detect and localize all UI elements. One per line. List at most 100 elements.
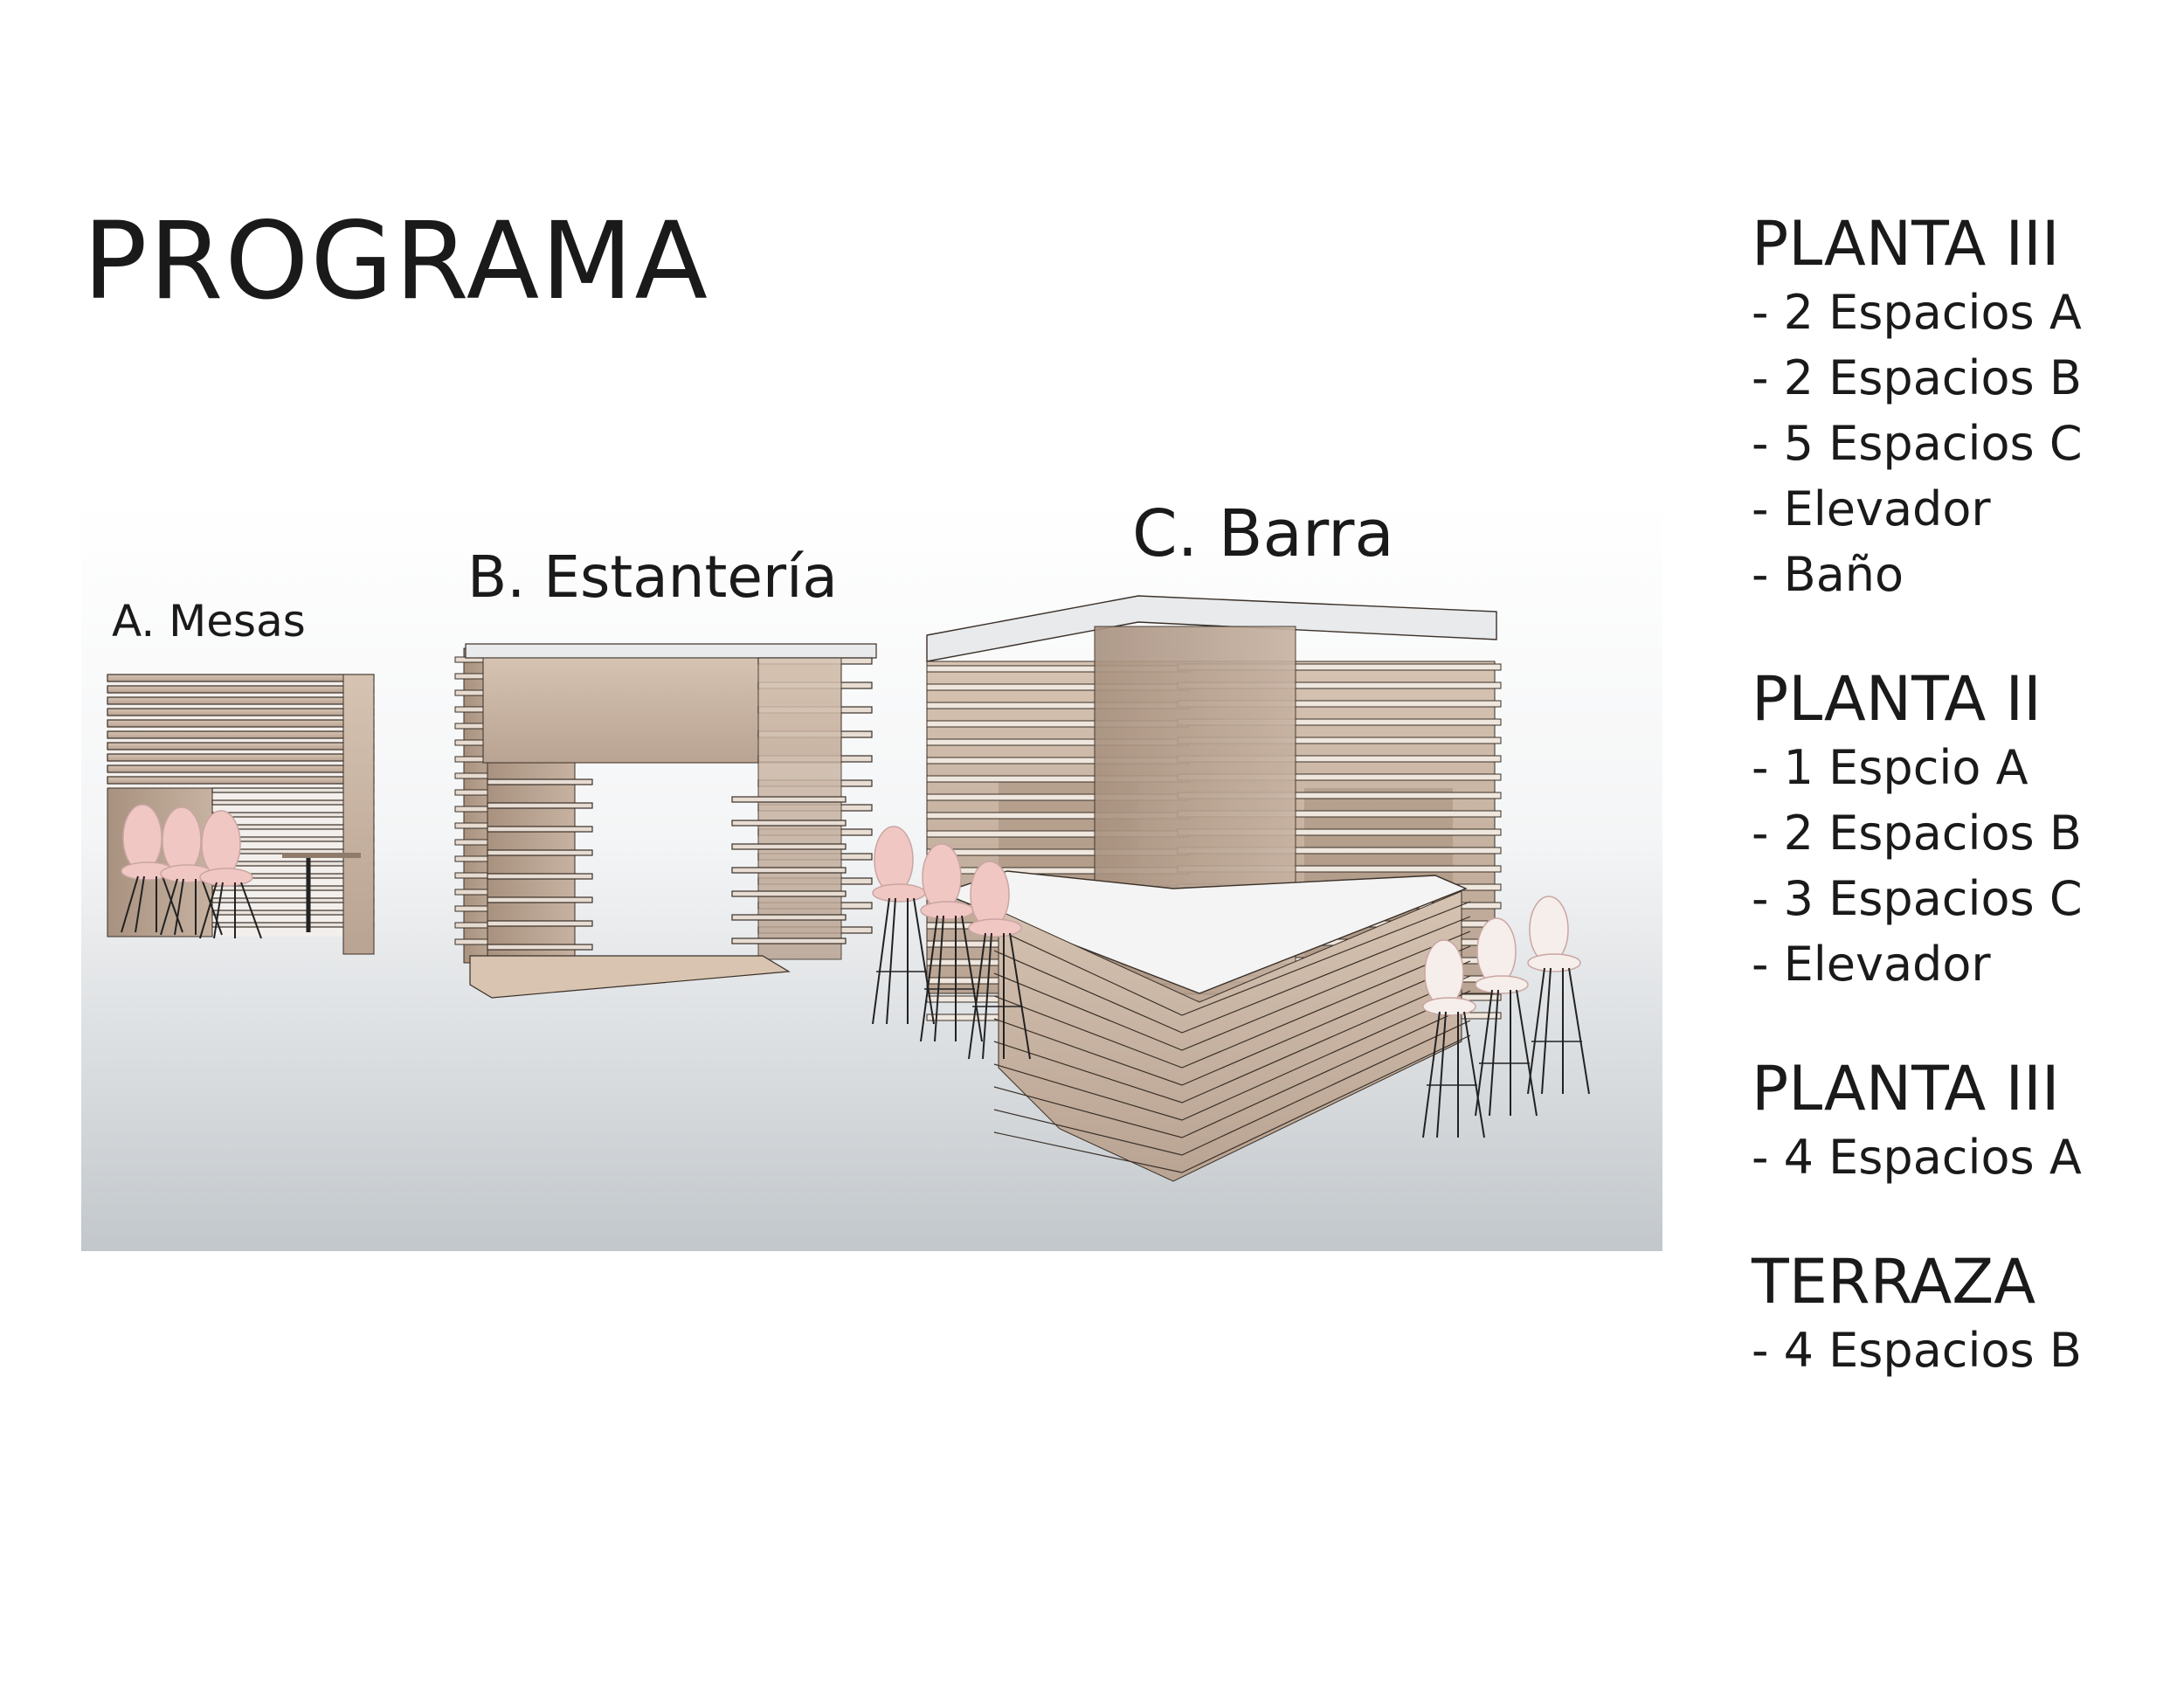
module-a-post xyxy=(342,674,375,955)
module-b-right-column xyxy=(757,657,842,960)
chair-back xyxy=(201,810,241,878)
floor-item: - 2 Espacios B xyxy=(1752,350,2082,405)
module-c-counter-slat xyxy=(993,945,1471,1069)
floor-section: TERRAZA - 4 Espacios B xyxy=(1752,1246,2162,1383)
chair-leg xyxy=(1475,989,1493,1117)
floor-item: - Elevador xyxy=(1752,481,1991,536)
chair-seat xyxy=(1475,975,1529,994)
module-a-mesas-illustration xyxy=(107,674,375,955)
module-b-mid-shelf xyxy=(731,890,847,897)
module-a-slat-top xyxy=(107,719,375,728)
module-b-left-column xyxy=(487,762,576,960)
module-a-slat-top xyxy=(107,730,375,739)
chair-back xyxy=(874,826,914,894)
chair-leg xyxy=(160,878,178,936)
module-a-table xyxy=(282,853,361,858)
module-c-barra-illustration xyxy=(872,595,1590,1182)
furniture-render xyxy=(81,500,1662,1251)
module-c-counter-slat xyxy=(993,975,1471,1103)
floor-title: PLANTA III xyxy=(1752,208,2060,280)
floor-item: - 4 Espacios B xyxy=(1752,1323,2082,1378)
chair-back xyxy=(1424,939,1464,1007)
chair-leg xyxy=(1527,967,1545,1095)
module-b-base xyxy=(469,955,791,999)
module-a-slat-top xyxy=(107,742,375,751)
chair-leg xyxy=(135,875,145,933)
chair-seat xyxy=(920,901,974,920)
module-c-counter-slat xyxy=(993,1005,1471,1138)
chair-seat xyxy=(1422,997,1476,1016)
floor-item: - 2 Espacios B xyxy=(1752,806,2082,861)
chair-leg xyxy=(1516,989,1538,1117)
module-b-left-shelf xyxy=(487,944,593,951)
chair-leg xyxy=(913,897,935,1025)
chair-back xyxy=(162,806,202,875)
module-a-slat-top xyxy=(107,708,375,716)
chair-leg xyxy=(886,897,896,1025)
chair-back xyxy=(970,861,1010,929)
chair-leg xyxy=(1422,1011,1441,1138)
module-b-mid-shelf xyxy=(731,820,847,827)
chair-leg xyxy=(240,882,262,939)
floor-item: - Baño xyxy=(1752,547,1904,602)
chair-leg xyxy=(213,882,224,939)
floor-item: - 4 Espacios A xyxy=(1752,1130,2082,1185)
floor-item: - 5 Espacios C xyxy=(1752,416,2083,471)
module-a-slat-top xyxy=(107,776,375,785)
chair-back xyxy=(122,804,162,872)
chair-leg xyxy=(199,882,218,939)
chair-leg xyxy=(1568,967,1590,1095)
module-a-slat-top xyxy=(107,764,375,773)
module-a-label: A. Mesas xyxy=(112,596,306,647)
module-b-left-shelf xyxy=(487,873,593,880)
chair-leg xyxy=(1489,989,1499,1117)
chair-back xyxy=(922,843,962,911)
module-b-top-cap xyxy=(465,643,877,659)
chair-seat xyxy=(199,868,253,887)
chair-leg xyxy=(872,897,890,1025)
module-b-mid-shelf xyxy=(731,914,847,921)
module-a-slat-top xyxy=(107,685,375,694)
module-b-mid-shelf xyxy=(731,867,847,874)
module-a-slat-top xyxy=(107,696,375,705)
module-b-mid-shelf xyxy=(731,796,847,803)
page-title: PROGRAMA xyxy=(83,199,709,323)
chair-leg xyxy=(162,875,183,933)
chair-back xyxy=(1476,917,1517,986)
chair-seat xyxy=(1527,953,1581,972)
chair-seat xyxy=(872,883,926,903)
module-b-left-shelf xyxy=(487,778,593,785)
module-b-mid-shelf xyxy=(731,843,847,850)
module-b-estanteria-illustration xyxy=(454,643,877,999)
chair-leg xyxy=(1436,1011,1447,1138)
floor-item: - 2 Espacios A xyxy=(1752,285,2082,340)
chair-leg xyxy=(934,915,944,1042)
floor-section: PLANTA III - 4 Espacios A xyxy=(1752,1053,2162,1190)
module-b-left-shelf xyxy=(487,896,593,903)
module-b-left-shelf xyxy=(487,920,593,927)
module-b-mid-shelf xyxy=(731,937,847,944)
module-c-counter-slat xyxy=(993,1020,1471,1156)
chair-leg xyxy=(968,932,986,1060)
floor-title: PLANTA II xyxy=(1752,663,2042,735)
module-c-counter-slat xyxy=(993,1034,1471,1173)
module-c-counter-slat xyxy=(993,901,1471,1016)
module-b-left-shelf xyxy=(487,826,593,833)
chair-leg xyxy=(1009,932,1031,1060)
program-list: PLANTA III - 2 Espacios A - 2 Espacios B… xyxy=(1752,208,2162,1439)
module-c-counter-slat xyxy=(993,990,1471,1121)
floor-title: PLANTA III xyxy=(1752,1053,2060,1124)
module-b-left-shelf xyxy=(487,802,593,809)
chair-leg xyxy=(1541,967,1552,1095)
module-c-counter-slat xyxy=(993,916,1471,1034)
chair-leg xyxy=(174,878,184,936)
chair-seat xyxy=(968,918,1022,937)
chair-leg xyxy=(201,878,223,936)
furniture-illustration xyxy=(107,595,1590,1182)
chair-leg xyxy=(961,915,983,1042)
floor-title: TERRAZA xyxy=(1752,1246,2036,1318)
module-c-label: C. Barra xyxy=(1132,496,1394,571)
module-c-counter-base xyxy=(998,890,1462,1182)
chair-leg xyxy=(920,915,938,1042)
chair-leg xyxy=(1463,1011,1485,1138)
